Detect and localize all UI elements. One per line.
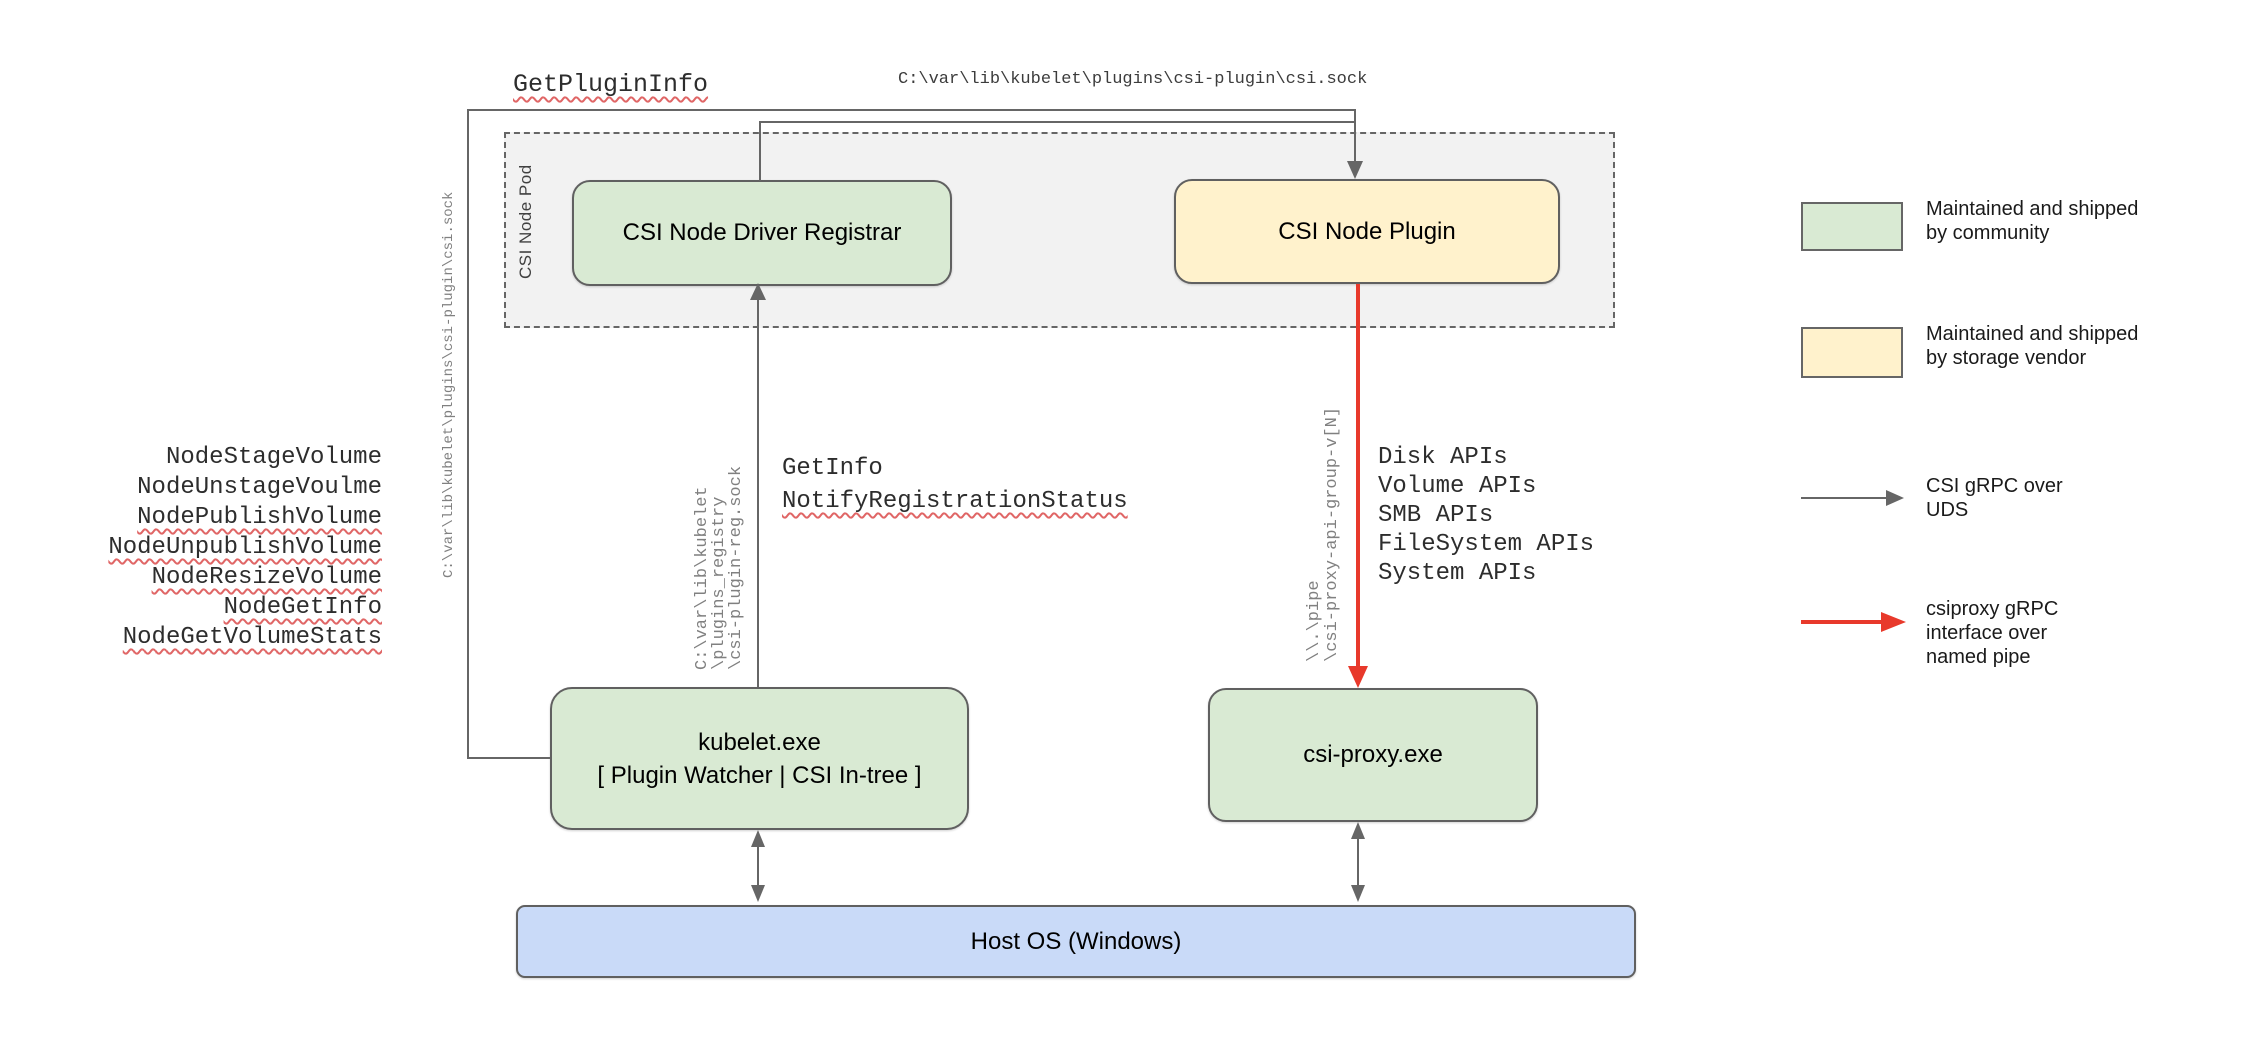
legend-vendor-text: Maintained and shipped by storage vendor (1926, 323, 2139, 369)
legend-vendor-swatch (1801, 327, 1903, 378)
legend-community-swatch (1801, 202, 1903, 251)
csi-sock-path-top-label: C:\var\lib\kubelet\plugins\csi-plugin\cs… (898, 70, 1368, 89)
legend-community-text: Maintained and shipped by community (1926, 198, 2139, 244)
arrowhead-hostos-down-left (751, 885, 765, 902)
legend-pipe-text: csiproxy gRPC interface over named pipe (1926, 598, 2059, 668)
csi-node-driver-registrar-box: CSI Node Driver Registrar (572, 180, 952, 286)
registration-calls-label: GetInfo NotifyRegistrationStatus (782, 452, 1128, 518)
csi-node-pod-label: CSI Node Pod (516, 164, 535, 279)
kubelet-subtitle: [ Plugin Watcher | CSI In-tree ] (597, 761, 922, 789)
node-call-item: NodePublishVolume (137, 504, 382, 531)
named-pipe-path-label: \\.\pipe \csi-proxy-api-group-v[N] (1305, 406, 1342, 662)
kubelet-title: kubelet.exe (698, 728, 821, 756)
arrowhead-csiproxy-up (1351, 822, 1365, 839)
registry-sock-path-label: C:\var\lib\kubelet \plugins_registry \cs… (693, 465, 746, 670)
legend-uds-arrowhead (1886, 490, 1904, 506)
node-call-item: NodeStageVolume (165, 444, 382, 471)
notify-registration-status-text: NotifyRegistrationStatus (782, 488, 1128, 515)
get-info-text: GetInfo (782, 455, 883, 482)
arrowhead-kubelet-up (751, 830, 765, 847)
node-call-item: NodeGetInfo (223, 594, 382, 621)
os-api-list: Disk APIs Volume APIs SMB APIs FileSyste… (1378, 443, 1594, 588)
csi-node-driver-registrar-label: CSI Node Driver Registrar (622, 219, 902, 246)
host-os-box: Host OS (Windows) (516, 905, 1636, 978)
csi-sock-path-left-label: C:\var\lib\kubelet\plugins\csi-plugin\cs… (441, 191, 457, 578)
host-os-label: Host OS (Windows) (970, 927, 1182, 955)
node-call-item: NodeGetVolumeStats (122, 624, 382, 651)
os-api-item: Volume APIs (1378, 473, 1537, 500)
csi-proxy-label: csi-proxy.exe (1303, 741, 1443, 768)
legend-uds-text: CSI gRPC over UDS (1926, 475, 2063, 521)
kubelet-box: kubelet.exe [ Plugin Watcher | CSI In-tr… (550, 687, 969, 830)
os-api-item: Disk APIs (1378, 444, 1508, 471)
csi-node-plugin-label: CSI Node Plugin (1278, 217, 1456, 245)
get-plugin-info-text: GetPluginInfo (513, 70, 709, 99)
arrowhead-hostos-down-right (1351, 885, 1365, 902)
kubelet-node-call-list: NodeStageVolume NodeUnstageVoulme NodePu… (100, 443, 382, 653)
os-api-item: System APIs (1378, 560, 1537, 587)
csi-node-plugin-box: CSI Node Plugin (1174, 179, 1560, 284)
os-api-item: SMB APIs (1378, 502, 1494, 529)
red-arrowhead-into-csiproxy (1348, 666, 1368, 688)
os-api-item: FileSystem APIs (1378, 531, 1595, 558)
get-plugin-info-label: GetPluginInfo (513, 70, 708, 99)
node-call-item: NodeResizeVolume (151, 564, 382, 591)
node-call-item: NodeUnpublishVolume (108, 534, 382, 561)
node-call-item: NodeUnstageVoulme (137, 474, 382, 501)
csi-proxy-box: csi-proxy.exe (1208, 688, 1538, 822)
legend-pipe-arrowhead (1881, 612, 1906, 632)
